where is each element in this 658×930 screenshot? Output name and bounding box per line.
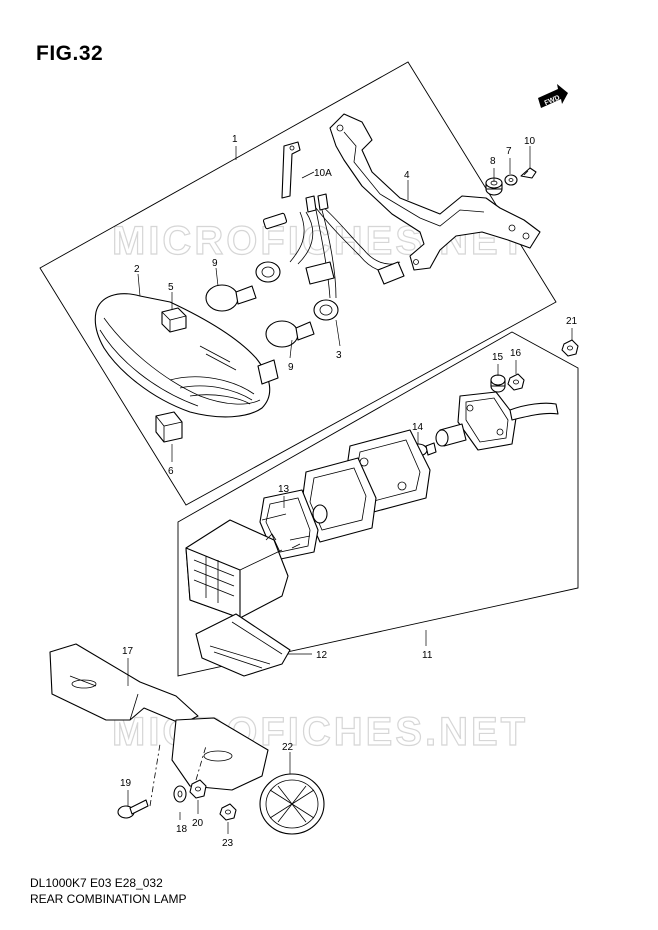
assembly-frame-1: [39, 61, 557, 506]
callout-9-lower: 9: [288, 362, 294, 373]
part-screw-10: [520, 167, 537, 179]
assembly-line-19: [149, 743, 161, 807]
part-screw-19: [117, 799, 149, 819]
part-reflector-22: [259, 773, 325, 835]
part-socket-3: [255, 261, 339, 321]
callout-6: 6: [168, 466, 174, 477]
part-bracket-17: [49, 643, 269, 791]
callout-14: 14: [412, 422, 424, 433]
part-nut-20: [189, 779, 207, 799]
part-bulb-9-upper: [205, 284, 257, 312]
callout-23: 23: [222, 838, 234, 849]
leader-lines: [127, 146, 573, 834]
callout-3: 3: [336, 350, 342, 361]
callout-17: 17: [122, 646, 134, 657]
part-nut-21: [561, 339, 579, 357]
callout-9-upper: 9: [212, 258, 218, 269]
callout-10: 10: [524, 136, 536, 147]
callout-13: 13: [278, 484, 290, 495]
callout-10a: 10A: [314, 168, 332, 179]
part-washer-7: [504, 174, 518, 186]
part-lens-housing: [185, 519, 301, 619]
diagram-name: REAR COMBINATION LAMP: [30, 892, 187, 906]
callout-5: 5: [168, 282, 174, 293]
callout-12: 12: [316, 650, 328, 661]
part-cushion-15: [490, 374, 506, 393]
part-lamp-housing-2: [94, 293, 279, 418]
callout-8: 8: [490, 156, 496, 167]
part-reflector-12: [195, 613, 291, 677]
callout-16: 16: [510, 348, 522, 359]
callout-1: 1: [232, 134, 238, 145]
callout-15: 15: [492, 352, 504, 363]
part-grommet-8: [485, 177, 503, 196]
part-clip-10a: [281, 141, 301, 199]
part-bulb-9-lower: [265, 320, 315, 348]
fwd-arrow-icon: FWD: [538, 84, 568, 108]
part-washer-18: [173, 785, 187, 803]
part-cushion-5: [161, 307, 187, 333]
callout-21: 21: [566, 316, 578, 327]
callout-22: 22: [282, 742, 294, 753]
assembly-line-20: [195, 745, 207, 781]
part-cushion-6: [155, 411, 183, 443]
part-license-socket: [435, 391, 559, 451]
callout-18: 18: [176, 824, 188, 835]
assembly-frame-11: [177, 331, 579, 677]
callout-2: 2: [134, 264, 140, 275]
callout-19: 19: [120, 778, 132, 789]
part-holder: [301, 457, 377, 543]
callout-20: 20: [192, 818, 204, 829]
diagram-code: DL1000K7 E03 E28_032: [30, 876, 163, 890]
part-wiring-harness: [262, 193, 405, 299]
part-nut-23: [219, 803, 237, 821]
part-bracket-4: [329, 113, 541, 271]
part-nut-16: [507, 373, 525, 391]
callout-11: 11: [422, 650, 433, 661]
callout-7: 7: [506, 146, 512, 157]
figure-title: FIG.32: [36, 42, 104, 65]
callout-4: 4: [404, 170, 410, 181]
